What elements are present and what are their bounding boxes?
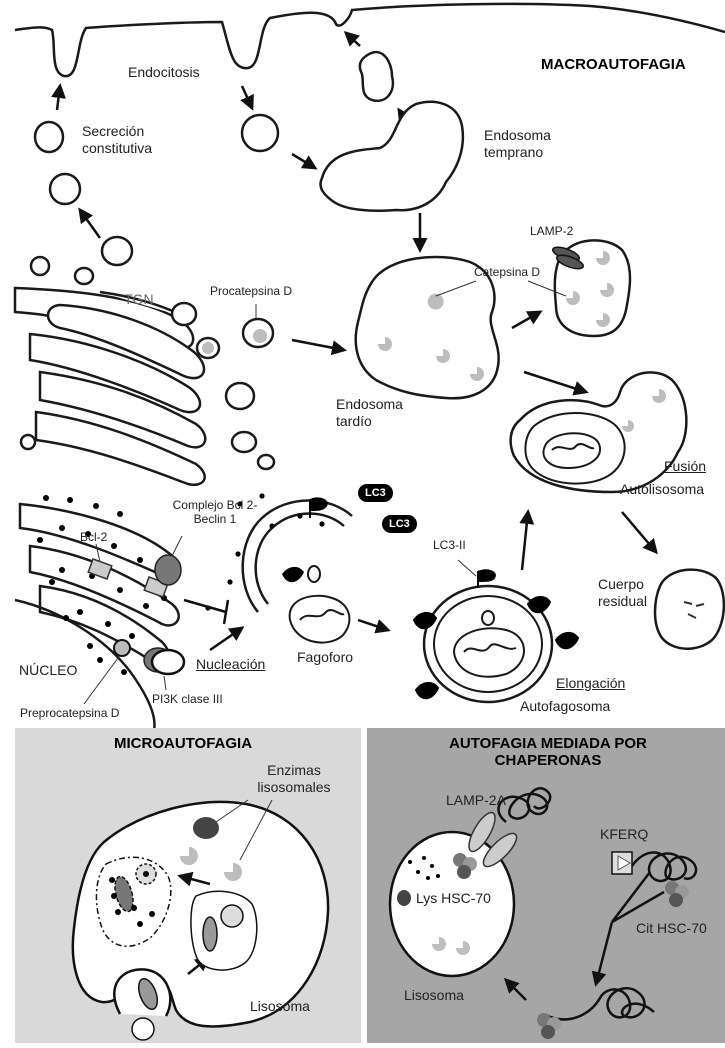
label-bcl2: Bcl-2 <box>80 530 107 544</box>
label-cuerpo-residual: Cuerpo residual <box>598 576 658 610</box>
micro-vesicle-cargo-2 <box>221 905 243 927</box>
label-nucleo: NÚCLEO <box>19 662 77 679</box>
label-lc3-ii: LC3-II <box>433 538 466 552</box>
arrow-procatepsina-to-late <box>292 340 344 350</box>
badge-lc3-a: LC3 <box>358 484 393 502</box>
label-elongacion: Elongación <box>556 675 625 692</box>
micro-enzyme-dark <box>193 817 219 839</box>
residual-body <box>655 570 724 649</box>
cma-title: AUTOFAGIA MEDIADA POR CHAPERONAS <box>418 735 678 769</box>
label-fagoforo: Fagoforo <box>297 649 353 666</box>
badge-lc3-b: LC3 <box>382 515 417 533</box>
procatepsina-enzyme <box>253 329 267 343</box>
pi3k-white <box>152 650 184 674</box>
label-endocitosis: Endocitosis <box>128 64 200 81</box>
label-lamp2a: LAMP-2A <box>446 792 506 809</box>
arrow-secretion-up <box>57 86 60 110</box>
arrow-to-early-endosome <box>292 154 315 168</box>
lc3-marker-phagophore-2 <box>282 567 304 582</box>
phagophore-mitochondrion <box>290 596 350 643</box>
complejo-pointer <box>172 536 182 556</box>
micro-external-vesicle <box>132 1018 154 1040</box>
label-micro-lisosoma: Lisosoma <box>250 998 310 1015</box>
autophagosome-vesicle <box>482 611 494 625</box>
lys-hsc70-dark <box>397 890 411 906</box>
recycling-vesicle <box>360 52 393 101</box>
label-nucleacion: Nucleación <box>196 656 265 673</box>
label-endosoma-tardio: Endosoma tardío <box>336 396 426 430</box>
secretion-vesicle-1 <box>35 122 63 152</box>
label-cma-lisosoma: Lisosoma <box>404 987 464 1004</box>
arrow-autolysosome-to-residual <box>622 512 656 552</box>
micro-title: MICROAUTOFAGIA <box>114 735 252 752</box>
phagophore-vesicle <box>308 566 320 582</box>
label-fusion: Fusión <box>664 458 706 475</box>
label-lamp2: LAMP-2 <box>530 224 573 238</box>
endocytic-vesicle <box>242 115 278 151</box>
autophagosome-mitochondrion <box>454 628 524 677</box>
arrow-phagophore-to-autophagosome <box>358 620 388 630</box>
arrow-endocytosis-down <box>242 86 252 108</box>
arrow-late-to-autolysosome <box>524 372 586 392</box>
label-kferq: KFERQ <box>600 826 648 843</box>
secretion-vesicle-2 <box>50 174 80 204</box>
autolysosome-mitochondrion <box>543 433 600 468</box>
label-lys-hsc70: Lys HSC-70 <box>416 890 491 907</box>
label-autofagosoma: Autofagosoma <box>520 698 610 715</box>
label-tgn: TGN <box>124 291 154 308</box>
arrow-late-to-lysosome <box>512 312 540 328</box>
macro-title: MACROAUTOFAGIA <box>541 56 686 73</box>
label-procatepsina-d: Procatepsina D <box>210 284 292 298</box>
label-preprocatepsina: Preprocatepsina D <box>20 706 119 720</box>
beclin1-protein <box>155 555 181 585</box>
label-pi3k: PI3K clase III <box>152 692 223 706</box>
label-complejo: Complejo Bcl 2-Beclin 1 <box>160 498 270 526</box>
label-cit-hsc70: Cit HSC-70 <box>636 920 707 937</box>
label-enzimas-lisosomales: Enzimas lisosomales <box>244 762 344 796</box>
early-endosome <box>321 102 463 211</box>
phagophore-inner <box>256 514 344 605</box>
label-catepsina-d: Catepsina D <box>474 265 540 279</box>
label-endosoma-temprano: Endosoma temprano <box>484 127 569 161</box>
secretion-vesicle-3 <box>102 237 132 265</box>
pi3k-pointer <box>164 676 166 690</box>
golgi-enzyme <box>202 342 214 354</box>
micro-vesicle-cargo-1 <box>203 917 217 951</box>
inhibition-line <box>184 600 226 612</box>
label-autolisosoma: Autolisosoma <box>620 481 704 498</box>
arrow-recycle-up <box>346 33 360 46</box>
arrow-nucleation <box>210 628 242 650</box>
arrow-autophagosome-to-autolysosome <box>522 512 528 570</box>
preprocatepsina-pointer <box>84 658 118 704</box>
lc3-ii-pointer <box>458 560 476 576</box>
preprocatepsina-vesicle <box>114 640 130 656</box>
micro-vesicle-box <box>191 891 257 970</box>
label-secrecion: Secreción constitutiva <box>82 123 192 157</box>
arrow-secretion-mid <box>80 210 100 238</box>
